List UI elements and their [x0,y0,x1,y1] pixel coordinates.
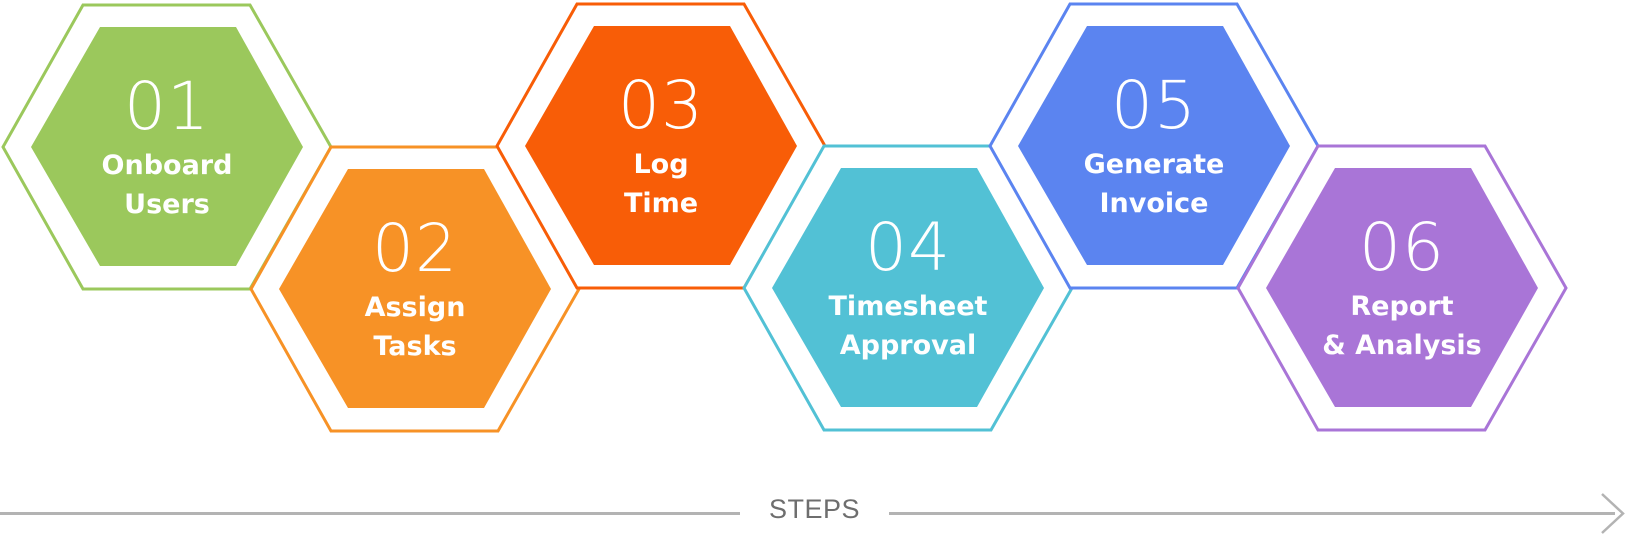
axis-line-right [889,512,1615,515]
steps-axis: STEPS [0,488,1625,538]
hexagon-shape-icon [1,3,333,291]
hexagon-shape-icon [249,145,581,433]
right-arrow-icon [1601,493,1625,534]
axis-line-left [0,512,740,515]
step-06-hexagon: 06 Report & Analysis [1235,143,1569,433]
hexagon-shape-icon [988,2,1320,290]
axis-label: STEPS [768,494,861,524]
hexagon-shape-icon [1236,144,1568,432]
hexagon-shape-icon [742,144,1074,432]
